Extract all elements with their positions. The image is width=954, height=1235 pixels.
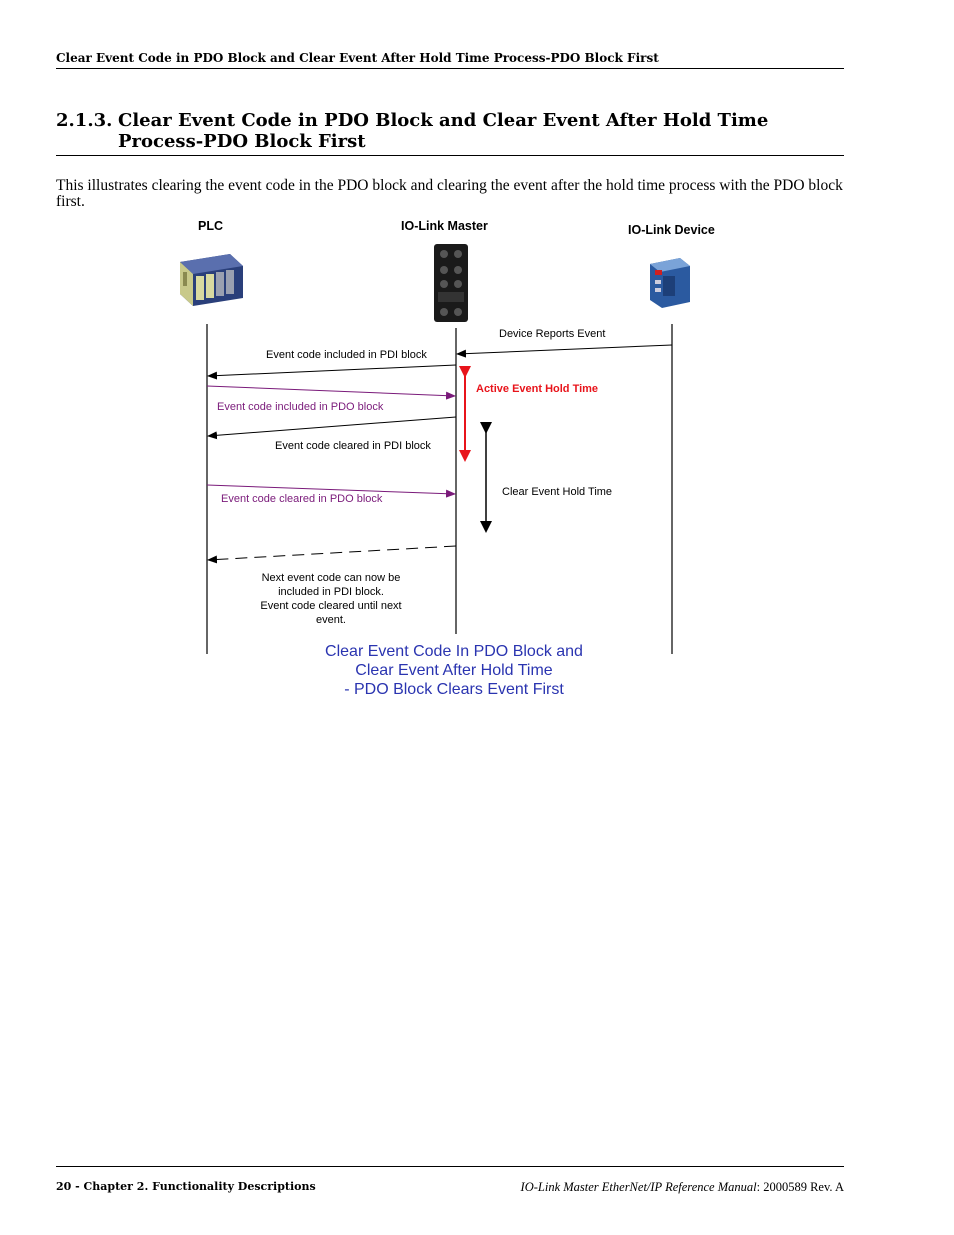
event-included-pdi-label: Event code included in PDI block	[266, 349, 427, 361]
intro-paragraph: This illustrates clearing the event code…	[56, 177, 843, 210]
section-title: Clear Event Code in PDO Block and Clear …	[118, 110, 769, 152]
event-cleared-pdo-label: Event code cleared in PDO block	[221, 493, 383, 505]
section-rule	[56, 155, 844, 156]
caption-line-1: Clear Event Code In PDO Block and	[325, 643, 583, 660]
participant-master-label: IO-Link Master	[401, 219, 488, 233]
clear-hold-label: Clear Event Hold Time	[502, 486, 612, 498]
participant-device-label: IO-Link Device	[628, 223, 715, 237]
participant-plc-label: PLC	[198, 219, 223, 233]
caption-line-2: Clear Event After Hold Time	[355, 662, 553, 679]
note-line-3: Event code cleared until next	[260, 600, 401, 612]
footer-doc-reference: IO-Link Master EtherNet/IP Reference Man…	[521, 1180, 844, 1195]
io-link-device-icon	[650, 258, 690, 308]
section-number: 2.1.3.	[56, 110, 113, 131]
header-rule	[56, 68, 844, 69]
io-link-master-icon	[434, 244, 468, 322]
event-cleared-pdi-label: Event code cleared in PDI block	[275, 440, 431, 452]
running-header: Clear Event Code in PDO Block and Clear …	[56, 51, 659, 65]
device-reports-event-arrow	[456, 344, 673, 358]
event-cleared-pdo-arrow	[206, 484, 456, 498]
active-hold-label: Active Event Hold Time	[476, 383, 598, 395]
section-heading: 2.1.3. Clear Event Code in PDO Block and…	[56, 110, 844, 152]
note-line-1: Next event code can now be	[262, 572, 401, 584]
event-included-pdo-arrow	[206, 385, 456, 400]
sequence-diagram: PLC IO-Link Master IO-Link Device	[180, 219, 715, 698]
note-line-2: included in PDI block.	[278, 586, 384, 598]
device-reports-event-label: Device Reports Event	[499, 328, 605, 340]
footer-doc-number: : 2000589 Rev. A	[756, 1180, 844, 1194]
footer-page-label: 20 - Chapter 2. Functionality Descriptio…	[56, 1180, 316, 1193]
caption-line-3: - PDO Block Clears Event First	[344, 681, 564, 698]
note-line-4: event.	[316, 614, 346, 626]
plc-icon	[180, 254, 243, 306]
event-included-pdi-arrow	[207, 364, 457, 380]
next-event-dashed-arrow	[207, 545, 457, 564]
footer-manual-title: IO-Link Master EtherNet/IP Reference Man…	[520, 1180, 757, 1194]
event-included-pdo-label: Event code included in PDO block	[217, 401, 384, 413]
event-cleared-pdi-arrow	[207, 416, 457, 440]
footer-rule	[56, 1166, 844, 1167]
